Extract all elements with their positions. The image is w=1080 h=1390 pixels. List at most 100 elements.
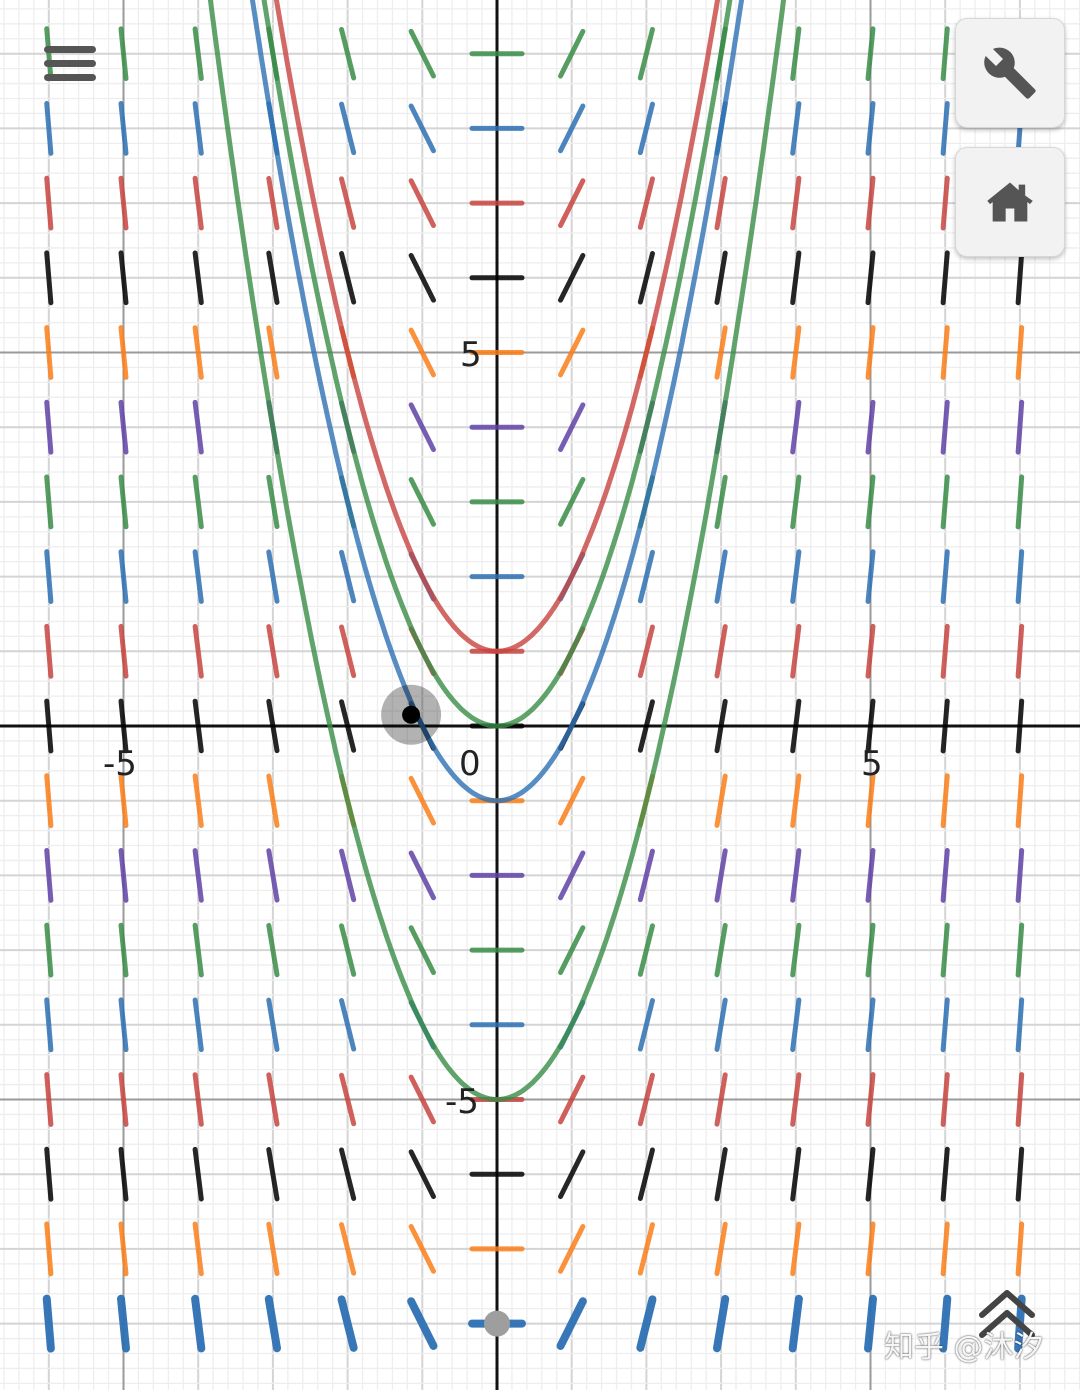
slope-segment [865, 1072, 876, 1127]
slope-segment [558, 28, 586, 79]
slope-segment [714, 1147, 728, 1202]
slope-segment [1015, 549, 1025, 605]
slope-segment [192, 325, 204, 380]
slope-segment [940, 1146, 950, 1202]
slope-segment [637, 549, 655, 604]
slope-segment [1015, 1072, 1025, 1127]
slope-segment [44, 1072, 54, 1127]
slope-segment [790, 26, 802, 82]
slope-segment [558, 103, 586, 154]
slope-segment [940, 1072, 950, 1127]
slope-segment [714, 698, 728, 754]
slope-segment [939, 1294, 952, 1353]
slope-segment [118, 101, 129, 156]
slope-segment [865, 848, 876, 903]
slope-segment [192, 101, 204, 156]
slope-segment [339, 1147, 357, 1201]
slope-segment [637, 848, 655, 903]
slope-segment [42, 1294, 55, 1353]
slider-point[interactable] [484, 1310, 510, 1337]
solution-curve-2 [249, 0, 745, 804]
slope-segment [118, 623, 129, 679]
slope-segment [637, 699, 655, 753]
slope-segment [118, 175, 129, 231]
solution-curves [207, 0, 787, 1102]
slope-segment [558, 1074, 586, 1125]
slope-segment [192, 175, 204, 231]
slope-segment [865, 101, 876, 156]
slope-segment [558, 402, 586, 453]
slope-segment [44, 325, 54, 380]
slope-segment [790, 997, 802, 1053]
slope-segment [790, 1072, 802, 1127]
default-viewport-button[interactable] [955, 147, 1065, 257]
double-chevron-up-icon [979, 1290, 1035, 1338]
slope-segment [940, 773, 950, 829]
x-tick-label-0: 0 [459, 744, 481, 784]
slope-segment [790, 474, 802, 530]
slope-segment [1015, 1221, 1025, 1277]
slope-segment [788, 1294, 803, 1353]
slope-segment [637, 176, 655, 230]
slope-segment [714, 773, 728, 828]
slope-segment [865, 325, 876, 380]
slope-segment [940, 399, 950, 455]
y-tick-label-neg5: -5 [445, 1082, 479, 1122]
slope-segment [558, 1224, 586, 1274]
slope-segment [118, 549, 129, 604]
slope-segment [790, 848, 802, 903]
slope-segment [714, 325, 728, 380]
slope-segment [118, 1146, 129, 1202]
graph-settings-button[interactable] [955, 18, 1065, 128]
slope-segment [44, 623, 54, 679]
home-icon [987, 182, 1033, 222]
slope-segment [192, 1221, 204, 1277]
slope-segment [940, 325, 950, 380]
slope-segment [339, 699, 357, 753]
slope-segment [408, 103, 436, 154]
slope-segment [408, 327, 436, 378]
slope-segment [1015, 623, 1025, 679]
slope-segment [714, 624, 728, 679]
slope-segment [865, 997, 876, 1053]
slope-segment [558, 775, 586, 826]
slope-segment [790, 773, 802, 829]
slope-segment [44, 250, 54, 306]
slope-segment [558, 850, 586, 901]
slope-segment [714, 474, 728, 530]
slope-segment [117, 1294, 130, 1353]
slope-segment [790, 399, 802, 455]
slope-segment [266, 624, 280, 679]
slope-segment [637, 1072, 655, 1127]
slope-segment [44, 1146, 54, 1202]
slope-segment [865, 399, 876, 455]
slope-segment [118, 997, 129, 1053]
slope-segment [714, 1221, 728, 1277]
slope-segment [790, 1221, 802, 1277]
slope-segment [714, 549, 728, 604]
slope-segment [118, 1221, 129, 1277]
slope-segment [408, 1149, 436, 1200]
slope-segment [1015, 922, 1025, 978]
slope-segment [558, 252, 586, 303]
slope-segment [558, 925, 586, 975]
solution-curve-3 [207, 0, 787, 1102]
slope-segment [118, 848, 129, 903]
slope-segment [192, 250, 204, 306]
slope-segment [408, 1224, 436, 1274]
slope-segment [1015, 773, 1025, 829]
slope-segment [865, 549, 876, 604]
slope-segment [192, 698, 204, 754]
hamburger-menu-icon[interactable] [34, 36, 106, 100]
slope-segment [44, 698, 54, 754]
draggable-point[interactable] [402, 705, 421, 724]
slope-segment [192, 623, 204, 679]
collapse-button[interactable] [972, 1285, 1042, 1345]
slope-segment [44, 549, 54, 605]
slope-field [42, 26, 1026, 1353]
wrench-icon [984, 47, 1036, 99]
slope-segment [637, 101, 655, 156]
slope-segment [864, 1294, 877, 1353]
